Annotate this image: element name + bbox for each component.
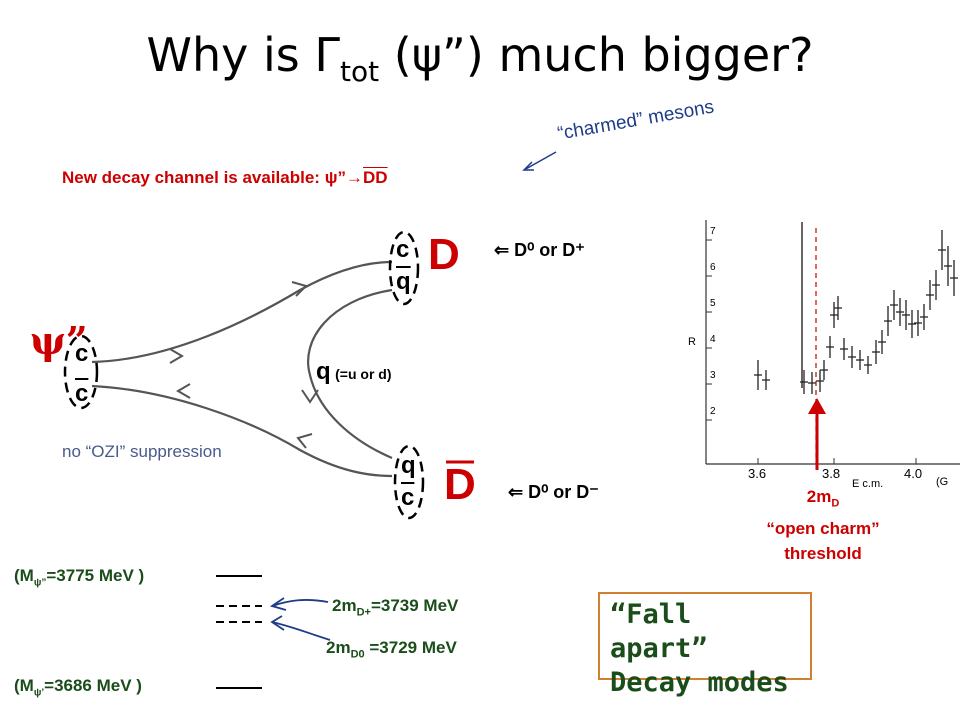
plot-ytick-7: 7	[710, 226, 716, 237]
mass-psi2: (Mψ”=3775 MeV )	[14, 566, 145, 589]
mass-dzero: 2mD0 =3729 MeV	[326, 638, 457, 661]
threshold-line2: “open charm”	[766, 519, 880, 539]
upper-quark-qbar: q	[396, 268, 411, 295]
channel-psi: ψ”	[324, 168, 347, 187]
mass-psi1: (Mψ’=3686 MeV )	[14, 676, 142, 699]
plot-ytick-4: 4	[710, 334, 716, 345]
threshold-line1: 2mD	[806, 487, 840, 510]
title-sub: tot	[340, 55, 380, 89]
charmed-pointer-line	[523, 151, 557, 171]
threshold-arrow-head	[808, 398, 826, 414]
threshold-label: 2mD “open charm” threshold	[738, 484, 908, 566]
lower-d-note: ⇐ D⁰ or D⁻	[508, 482, 599, 502]
plot-ytick-6: 6	[710, 262, 716, 273]
exchanged-quark-line	[307, 288, 393, 460]
plot-x-label: E c.m.	[852, 478, 884, 490]
plot-x-label-cut: (G	[936, 476, 949, 488]
callout-line2: Decay modes	[610, 667, 789, 698]
arrow-lower-right	[296, 433, 313, 449]
plot-xtick-3.8: 3.8	[822, 466, 841, 481]
title-psi: ψ	[411, 28, 443, 82]
dzero-pointer	[271, 621, 331, 641]
plot-ytick-3: 3	[710, 370, 716, 381]
lower-quark-ellipse	[393, 444, 425, 520]
callout-line1: “Fall apart”	[610, 599, 708, 664]
lower-quark-q: q	[401, 452, 416, 479]
title-suffix: ”) much bigger?	[442, 28, 814, 82]
exchange-quark-note: (=u or d)	[335, 366, 392, 382]
charmed-pointer-head	[522, 161, 534, 171]
exchange-quark: q	[316, 358, 331, 385]
d-meson-lower: D	[444, 460, 476, 509]
arrow-upper-right	[291, 281, 308, 297]
page-title: Why is Γtot (ψ”) much bigger?	[0, 28, 960, 88]
plot-xtick-4.0: 4.0	[904, 466, 923, 481]
upper-quark-line	[91, 260, 393, 364]
d-meson-upper: D	[428, 230, 460, 279]
plot-ytick-2: 2	[710, 406, 716, 417]
channel-label: New decay channel is available:	[62, 168, 320, 187]
channel-line: New decay channel is available: ψ”→DD	[62, 168, 388, 188]
fall-apart-text: “Fall apart” Decay modes	[600, 594, 810, 704]
upper-d-note-text: D⁰ or D⁺	[514, 240, 585, 260]
r-plot	[684, 210, 960, 472]
lower-quark-cbar: c	[401, 484, 415, 511]
exchange-quark-label: q (=u or d)	[316, 358, 392, 386]
title-prefix: Why is	[146, 28, 315, 82]
arrow-upper-left	[169, 348, 184, 364]
arrow-exchange	[301, 389, 319, 404]
title-mid: (	[379, 28, 412, 82]
channel-products: DD	[363, 168, 388, 187]
dplus-pointer	[271, 599, 329, 607]
title-gamma: Γ	[314, 28, 341, 82]
fall-apart-callout: “Fall apart” Decay modes	[598, 592, 812, 698]
upper-quark-ellipse	[388, 230, 420, 306]
psi-double-prime-label: ψ”	[30, 318, 88, 363]
plot-y-label: R	[688, 336, 696, 348]
ozi-note: no “OZI” suppression	[62, 442, 222, 461]
upper-d-note: ⇐ D⁰ or D⁺	[494, 240, 585, 260]
channel-arrow: →	[346, 168, 364, 187]
lower-quark-line	[91, 384, 393, 478]
upper-quark-c: c	[396, 236, 410, 263]
quark-c: c	[75, 340, 89, 367]
arrow-lower-left	[176, 383, 191, 399]
plot-ytick-5: 5	[710, 298, 716, 309]
quark-cbar: c	[75, 380, 89, 407]
psi-quark-ellipse	[63, 334, 99, 410]
mass-dplus: 2mD+=3739 MeV	[332, 596, 459, 619]
plot-xtick-3.6: 3.6	[748, 466, 767, 481]
threshold-line3: threshold	[784, 544, 862, 564]
lower-d-note-text: D⁰ or D⁻	[528, 482, 599, 502]
